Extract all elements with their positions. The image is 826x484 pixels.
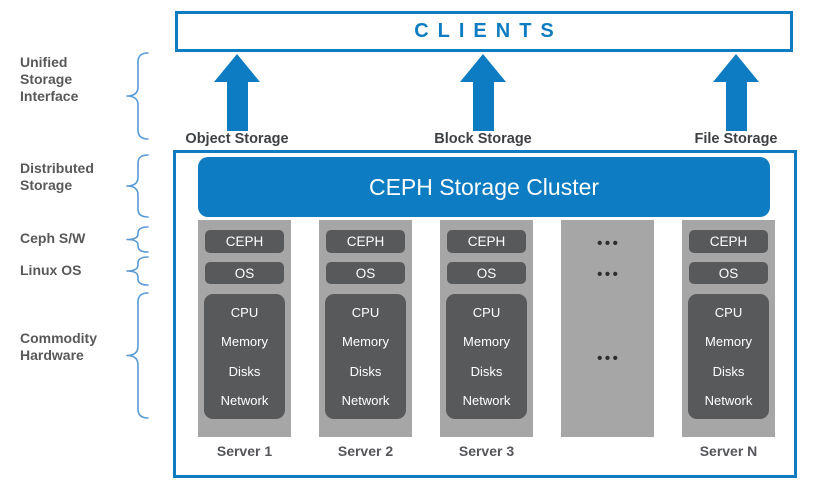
ellipsis-icon: ••• [597, 235, 621, 252]
arrow-shaft [725, 80, 747, 131]
hw-disks-label: Disks [228, 363, 261, 379]
hw-memory-label: Memory [221, 334, 268, 350]
brace-ceph-sw-icon [126, 226, 149, 253]
hw-memory-label: Memory [342, 334, 389, 350]
hardware-box: CPU Memory Disks Network [688, 294, 769, 419]
server-1-column: CEPH OS CPU Memory Disks Network [198, 220, 291, 437]
arrow-head-icon [713, 54, 759, 82]
hw-cpu-label: CPU [230, 305, 259, 321]
hardware-box: CPU Memory Disks Network [446, 294, 527, 419]
hw-network-label: Network [704, 392, 753, 408]
linux-os-label: Linux OS [20, 262, 82, 278]
hw-network-label: Network [220, 392, 269, 408]
hw-network-label: Network [341, 392, 390, 408]
ceph-software-chip: CEPH [447, 230, 526, 253]
brace-commodity-hardware-icon [126, 292, 149, 419]
block-storage-label: Block Storage [434, 131, 532, 147]
unified-storage-interface-label: Unified Storage Interface [20, 54, 79, 104]
server-3-label: Server 3 [458, 443, 515, 459]
arrow-head-icon [460, 54, 506, 82]
server-1-label: Server 1 [216, 443, 273, 459]
clients-box: CLIENTS [175, 11, 793, 52]
more-servers-ellipsis-column: ••• ••• ••• [561, 220, 654, 437]
hardware-box: CPU Memory Disks Network [204, 294, 285, 419]
hw-disks-label: Disks [470, 363, 503, 379]
object-storage-label: Object Storage [185, 131, 289, 147]
server-2-label: Server 2 [337, 443, 394, 459]
os-chip: OS [447, 262, 526, 284]
os-chip: OS [689, 262, 768, 284]
hw-cpu-label: CPU [351, 305, 380, 321]
hw-network-label: Network [462, 392, 511, 408]
brace-unified-storage-icon [126, 52, 149, 140]
distributed-storage-label: Distributed Storage [20, 160, 94, 193]
hw-disks-label: Disks [712, 363, 745, 379]
ellipsis-icon: ••• [597, 266, 621, 283]
arrow-shaft [226, 80, 248, 131]
server-n-label: Server N [699, 443, 758, 459]
object-storage-arrow-up-icon [214, 54, 260, 131]
file-storage-label: File Storage [694, 131, 778, 147]
commodity-hardware-label: Commodity Hardware [20, 330, 97, 363]
brace-distributed-storage-icon [126, 154, 149, 218]
ceph-software-chip: CEPH [326, 230, 405, 253]
os-chip: OS [326, 262, 405, 284]
hardware-box: CPU Memory Disks Network [325, 294, 406, 419]
hw-memory-label: Memory [463, 334, 510, 350]
arrow-shaft [472, 80, 494, 131]
ceph-software-chip: CEPH [205, 230, 284, 253]
file-storage-arrow-up-icon [713, 54, 759, 131]
server-3-column: CEPH OS CPU Memory Disks Network [440, 220, 533, 437]
server-2-column: CEPH OS CPU Memory Disks Network [319, 220, 412, 437]
ellipsis-icon: ••• [597, 350, 621, 367]
os-chip: OS [205, 262, 284, 284]
hw-cpu-label: CPU [472, 305, 501, 321]
hw-disks-label: Disks [349, 363, 382, 379]
ceph-cluster-banner: CEPH Storage Cluster [198, 157, 770, 217]
brace-linux-os-icon [126, 256, 149, 286]
hw-cpu-label: CPU [714, 305, 743, 321]
arrow-head-icon [214, 54, 260, 82]
hw-memory-label: Memory [705, 334, 752, 350]
ceph-sw-label: Ceph S/W [20, 230, 86, 246]
clients-label: CLIENTS [414, 20, 563, 42]
ceph-software-chip: CEPH [689, 230, 768, 253]
block-storage-arrow-up-icon [460, 54, 506, 131]
server-n-column: CEPH OS CPU Memory Disks Network [682, 220, 775, 437]
